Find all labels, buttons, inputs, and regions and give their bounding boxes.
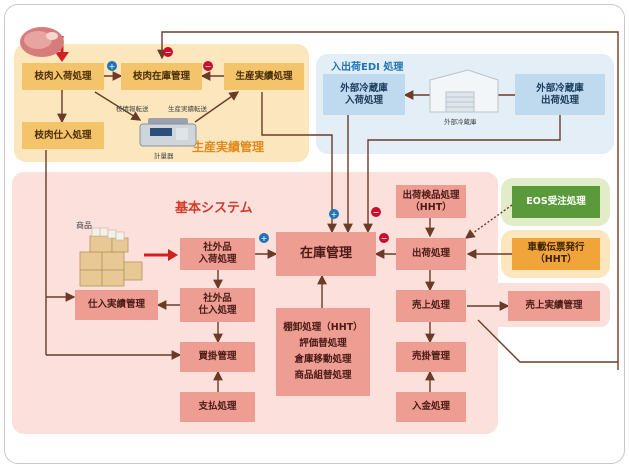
edaniku-shiire-box: 枝肉仕入処理 — [22, 122, 104, 149]
shagaihin-shiire-box: 社外品 仕入処理 — [180, 288, 255, 322]
svg-text:+: + — [261, 234, 268, 243]
eda-joho-tenso-label: 枝情報転送 — [116, 105, 149, 113]
gaibu-reizoko-label: 外部冷蔵庫 — [444, 118, 477, 126]
svg-text:−: − — [373, 208, 380, 217]
shagaihin-nyuka-box: 社外品 入荷処理 — [180, 238, 255, 270]
shukka-shori-box: 出荷処理 — [396, 238, 466, 270]
seisan-jisseki-tenso-label: 生産実績転送 — [168, 105, 207, 113]
kaikake-box: 買掛管理 — [180, 342, 255, 372]
svg-text:−: − — [205, 62, 212, 71]
svg-text:+: + — [109, 62, 116, 71]
keiryoki-label: 計量器 — [154, 152, 174, 160]
urikake-box: 売掛管理 — [396, 342, 466, 372]
core-title: 基本システム — [175, 201, 253, 216]
svg-text:−: − — [381, 234, 388, 243]
shukka-kenpin-box: 出荷検品処理 （HHT） — [396, 185, 466, 218]
eos-box: EOS受注処理 — [512, 186, 600, 218]
shiharai-box: 支払処理 — [180, 392, 255, 422]
edaniku-nyuka-box: 枝肉入荷処理 — [22, 63, 104, 90]
shasai-box: 車載伝票発行 （HHT） — [512, 238, 600, 270]
svg-text:+: + — [331, 210, 338, 219]
production-title: 生産実績管理 — [192, 140, 265, 154]
seisan-jisseki-box: 生産実績処理 — [224, 63, 304, 90]
edaniku-zaiko-box: 枝肉在庫管理 — [121, 63, 202, 90]
uriage-box: 売上処理 — [396, 290, 466, 322]
uriage-jisseki-box: 売上実績管理 — [508, 291, 600, 321]
svg-text:−: − — [165, 48, 172, 57]
tanaoroshi-box: 棚卸処理（HHT） 評価替処理 倉庫移動処理 商品組替処理 — [276, 308, 370, 396]
zaiko-kanri-box: 在庫管理 — [276, 232, 376, 276]
minus-icon: − − − − — [163, 47, 389, 243]
gaibu-nyuka-box: 外部冷蔵庫 入荷処理 — [323, 74, 405, 115]
gaibu-shukka-box: 外部冷蔵庫 出荷処理 — [515, 74, 605, 115]
shiire-jisseki-box: 仕入実績管理 — [75, 290, 158, 320]
plus-icon: + + + — [107, 61, 339, 243]
nyukin-box: 入金処理 — [396, 392, 466, 422]
shohin-label: 商品 — [76, 221, 92, 230]
edi-title: 入出荷EDI 処理 — [331, 62, 404, 73]
